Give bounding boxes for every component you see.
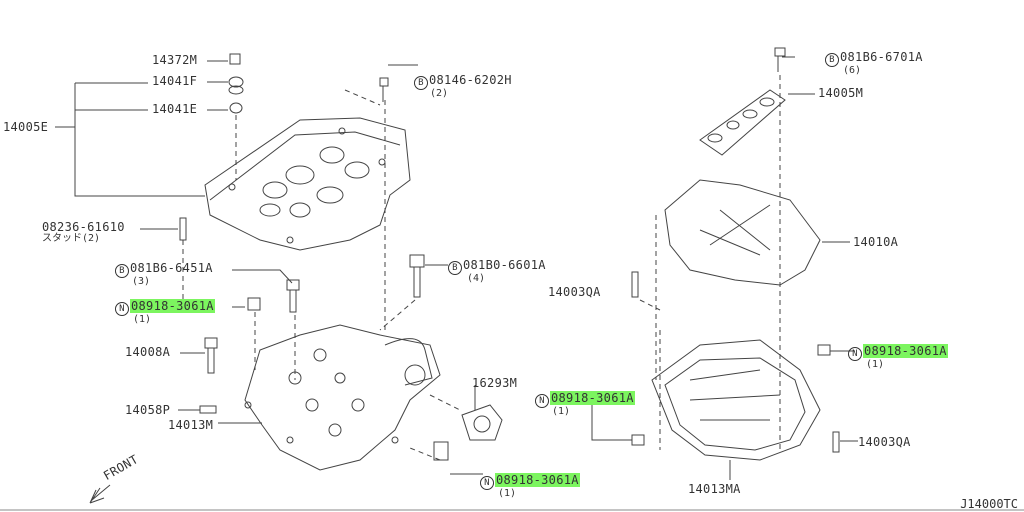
intake-manifold (244, 324, 441, 471)
label-14372M[interactable]: 14372M (152, 53, 198, 67)
label-08236-61610[interactable]: 08236-61610 (42, 220, 125, 234)
part-number: 081B0-6601A (463, 258, 546, 272)
bolt-symbol-icon: B (825, 53, 839, 67)
qty-08918-2: (1) (552, 406, 571, 417)
qty-08236: スタッド(2) (42, 233, 101, 244)
qty-08146: (2) (430, 88, 449, 99)
label-14008A[interactable]: 14008A (125, 345, 171, 359)
part-number-highlighted: 08918-3061A (495, 473, 580, 487)
part-number-highlighted: 08918-3061A (863, 344, 948, 358)
nut-symbol-icon: N (848, 347, 862, 361)
part-number-highlighted: 08918-3061A (130, 299, 215, 313)
qty-08918-3: (1) (498, 488, 517, 499)
qty-081B6-6701A: (6) (843, 65, 862, 76)
front-arrow-icon (89, 484, 111, 504)
part-number-highlighted: 08918-3061A (550, 391, 635, 405)
lower-manifold (651, 339, 821, 461)
label-14041F[interactable]: 14041F (152, 74, 198, 88)
label-14005E[interactable]: 14005E (3, 120, 49, 134)
nut-symbol-icon: N (535, 394, 549, 408)
bolt-symbol-icon: B (448, 261, 462, 275)
qty-081B6-6451A: (3) (132, 276, 151, 287)
gasket-14005M (699, 89, 786, 156)
fasteners (179, 47, 840, 461)
label-14058P[interactable]: 14058P (125, 403, 171, 417)
bolt-symbol-icon: B (115, 264, 129, 278)
throttle-gasket (461, 404, 503, 441)
gasket-14010A (664, 179, 821, 286)
label-14013MA[interactable]: 14013MA (688, 482, 741, 496)
qty-081B0: (4) (467, 273, 486, 284)
label-14013M[interactable]: 14013M (168, 418, 214, 432)
qty-08918-4: (1) (866, 359, 885, 370)
label-14005M[interactable]: 14005M (818, 86, 864, 100)
label-14010A[interactable]: 14010A (853, 235, 899, 249)
part-number: 081B6-6701A (840, 50, 923, 64)
nut-symbol-icon: N (115, 302, 129, 316)
label-14003QA-left[interactable]: 14003QA (548, 285, 601, 299)
part-number: 081B6-6451A (130, 261, 213, 275)
qty-08918-1: (1) (133, 314, 152, 325)
bolt-symbol-icon: B (414, 76, 428, 90)
label-14003QA-right[interactable]: 14003QA (858, 435, 911, 449)
diagram-code: J14000TC (960, 497, 1018, 511)
leader-lines (55, 56, 858, 480)
part-number: 08146-6202H (429, 73, 512, 87)
nut-symbol-icon: N (480, 476, 494, 490)
label-14041E[interactable]: 14041E (152, 102, 198, 116)
label-16293M[interactable]: 16293M (472, 376, 518, 390)
guide-lines (182, 75, 781, 461)
engine-cover (204, 117, 411, 251)
